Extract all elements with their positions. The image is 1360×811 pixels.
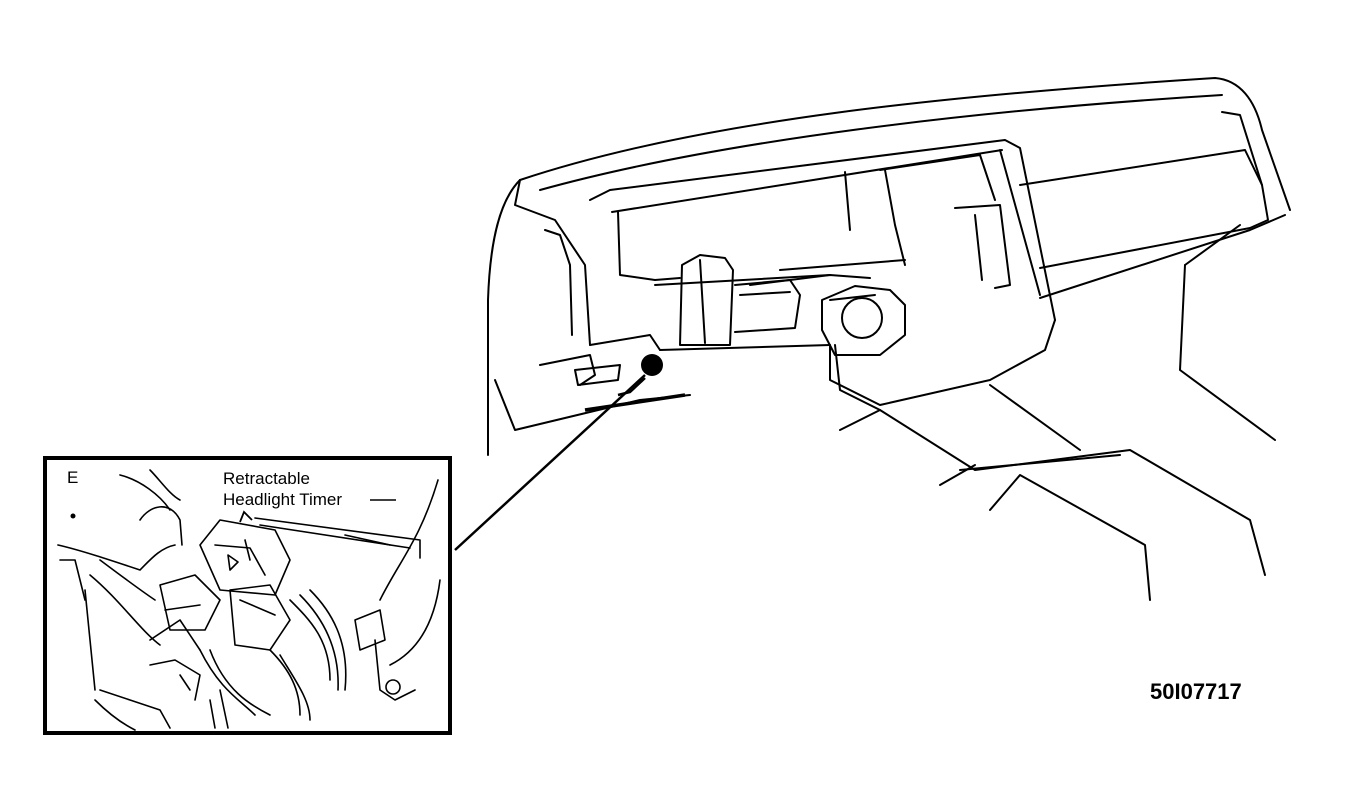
callout-label-line1: Retractable: [223, 469, 310, 488]
callout-label-line2: Headlight Timer: [223, 490, 342, 509]
dashboard-drawing: [487, 77, 1291, 601]
figure-code: 50I07717: [1150, 679, 1242, 704]
callout-pointer: [454, 354, 686, 551]
inset-detail: [43, 456, 452, 735]
inset-letter: E: [67, 468, 78, 487]
